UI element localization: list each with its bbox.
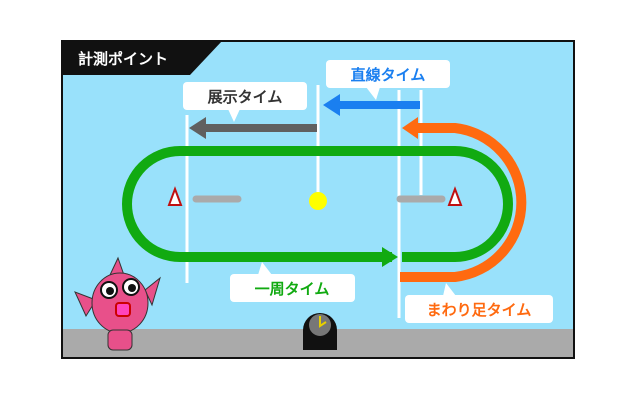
lap-arrowhead-icon [382,247,398,267]
svg-text:一周タイム: 一周タイム [255,280,330,298]
svg-text:まわり足タイム: まわり足タイム [427,301,532,319]
fish-mascot [74,256,161,351]
lap-track [122,146,513,262]
timer-clock-icon [303,313,337,350]
turn-arrowhead-icon [402,117,418,139]
exhibition-arrowhead-icon [189,117,206,139]
exhibition-label: 展示タイム [183,82,307,122]
title-tab [62,41,222,75]
svg-text:展示タイム: 展示タイム [208,88,283,106]
right-turn-mark-icon [447,186,463,206]
straight-arrowhead-icon [323,94,340,116]
left-turn-mark-icon [167,186,183,206]
turn-path [400,123,527,282]
diagram-title: 計測ポイント [78,50,168,68]
turn-label: まわり足タイム [405,283,553,323]
center-buoy [309,192,327,210]
svg-text:直線タイム: 直線タイム [351,66,426,84]
straight-label: 直線タイム [326,60,450,100]
lap-label: 一周タイム [230,262,355,302]
